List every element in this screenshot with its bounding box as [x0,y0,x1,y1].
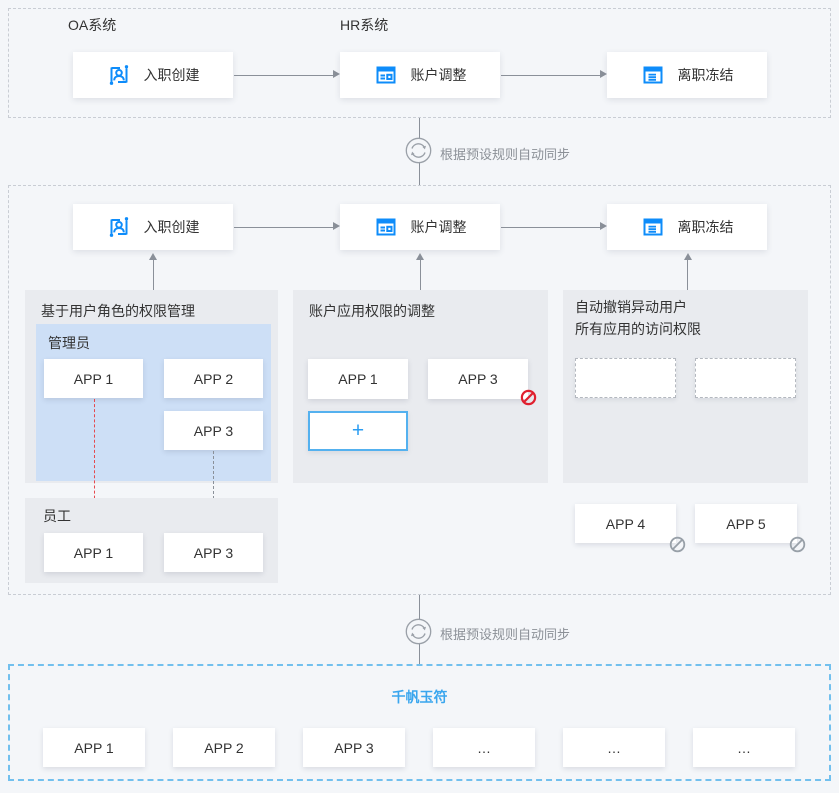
admin-group-label: 管理员 [48,335,90,351]
admin-group-panel [36,324,271,481]
bottom-app-more: … [693,728,795,767]
forbidden-icon-gray [669,536,686,553]
arrow-head-up [683,253,692,260]
arrow-head-up [148,253,157,260]
bottom-app-3: APP 3 [303,728,405,767]
arrow-head-right [600,70,607,78]
forbidden-icon-red [520,389,537,406]
node-account-adjust-top: 账户调整 [340,52,500,98]
bottom-app-1: APP 1 [43,728,145,767]
admin-app-1: APP 1 [44,359,143,398]
adjust-panel-title: 账户应用权限的调整 [309,303,435,319]
arrow-line [234,226,333,228]
node-label: 账户调整 [410,67,467,83]
admin-app-2: APP 2 [164,359,263,398]
qianfan-yufu-section [8,664,831,781]
node-account-adjust-mid: 账户调整 [340,204,500,250]
staff-app-3: APP 3 [164,533,263,572]
bottom-app-more: … [433,728,535,767]
role-assign-dashed-line-red [94,399,95,519]
arrow-head-up [415,253,424,260]
freeze-card-icon [641,215,665,239]
adjust-app-1: APP 1 [308,359,408,399]
bottom-app-more: … [563,728,665,767]
onboard-person-icon [107,63,131,87]
bottom-app-2: APP 2 [173,728,275,767]
arrow-line [152,260,154,290]
arrow-line [501,226,600,228]
node-label: 账户调整 [410,219,467,235]
adjust-app-3: APP 3 [428,359,528,399]
idaas-section [8,185,831,595]
role-panel-title: 基于用户角色的权限管理 [41,303,195,319]
admin-app-3: APP 3 [164,411,263,450]
staff-group-label: 员工 [43,508,71,524]
sync-icon [405,618,432,645]
node-label: 入职创建 [143,67,200,83]
account-card-icon [374,215,398,239]
revoked-app-5: APP 5 [695,504,797,543]
revoke-panel-title-line1: 自动撤销异动用户 [575,299,687,315]
arrow-line [419,260,421,290]
arrow-head-right [600,222,607,230]
node-resign-freeze-top: 离职冻结 [607,52,767,98]
node-onboard-top: 入职创建 [73,52,233,98]
empty-app-slot [695,358,796,398]
arrow-head-right [333,222,340,230]
account-card-icon [374,63,398,87]
arrow-head-right [333,70,340,78]
sync-icon [405,137,432,164]
node-onboard-mid: 入职创建 [73,204,233,250]
add-app-button: + [308,411,408,451]
role-assign-dashed-line-gray [213,451,214,519]
node-label: 离职冻结 [677,219,734,235]
node-resign-freeze-mid: 离职冻结 [607,204,767,250]
node-label: 入职创建 [143,219,200,235]
arrow-line [234,74,333,76]
forbidden-icon-gray [789,536,806,553]
hr-system-label: HR系统 [340,17,389,33]
empty-app-slot [575,358,676,398]
oa-hr-section [8,8,831,118]
revoke-panel-title-line2: 所有应用的访问权限 [575,321,701,337]
freeze-card-icon [641,63,665,87]
staff-app-1: APP 1 [44,533,143,572]
revoked-app-4: APP 4 [575,504,676,543]
arrow-line [501,74,600,76]
sync-label: 根据预设规则自动同步 [440,147,571,162]
sync-label: 根据预设规则自动同步 [440,627,571,642]
onboard-person-icon [107,215,131,239]
node-label: 离职冻结 [677,67,734,83]
arrow-line [686,260,688,290]
qianfan-yufu-title: 千帆玉符 [391,689,448,705]
oa-system-label: OA系统 [68,17,117,33]
